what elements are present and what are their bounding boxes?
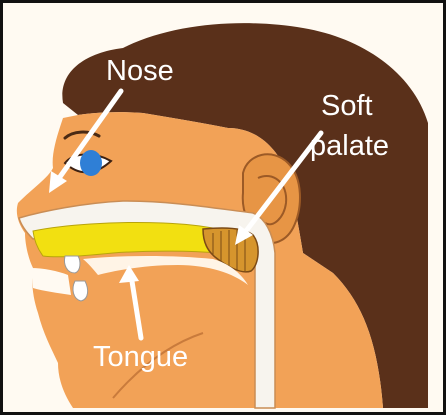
hard-palate <box>33 222 218 256</box>
soft-palate-label-line1: Soft <box>321 90 373 122</box>
soft-palate-label-line2: palate <box>310 130 389 162</box>
tongue-label: Tongue <box>93 341 188 373</box>
eye-iris <box>80 150 102 176</box>
nose-label: Nose <box>106 55 174 87</box>
head-cross-section-diagram: Nose Soft palate Tongue <box>3 3 443 412</box>
